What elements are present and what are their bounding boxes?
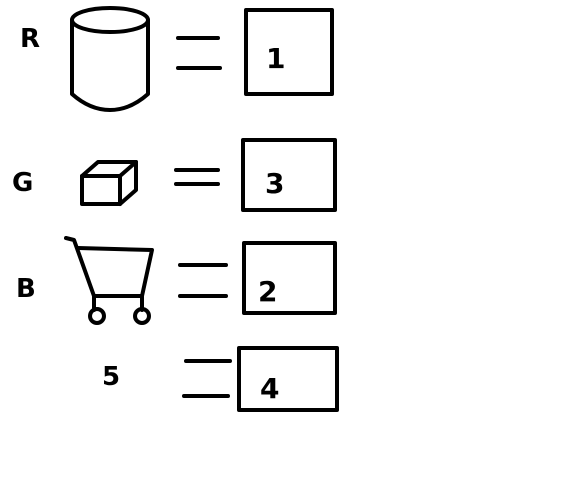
row-g: G 3 <box>12 138 337 212</box>
value-box-3 <box>241 138 337 212</box>
row-label-g: G <box>12 168 33 198</box>
value-text-4: 4 <box>260 372 279 405</box>
row-b: B 2 <box>16 236 337 325</box>
value-text-3: 3 <box>265 167 284 200</box>
value-box-2 <box>242 241 337 315</box>
value-text-2: 2 <box>258 275 277 308</box>
row-5: 5 4 <box>102 346 339 412</box>
value-text-1: 1 <box>266 42 285 75</box>
value-box-1 <box>244 8 334 96</box>
value-box-4 <box>237 346 339 412</box>
cylinder-icon <box>70 6 150 112</box>
row-label-5: 5 <box>102 362 120 392</box>
shopping-cart-icon <box>64 236 154 325</box>
row-r: R 1 <box>20 6 334 112</box>
equals-sign <box>174 168 220 186</box>
equals-sign <box>176 36 222 70</box>
row-label-b: B <box>16 274 36 304</box>
equals-sign <box>182 359 232 398</box>
equals-sign <box>178 263 228 298</box>
row-label-r: R <box>20 24 40 54</box>
cube-icon <box>80 160 138 206</box>
